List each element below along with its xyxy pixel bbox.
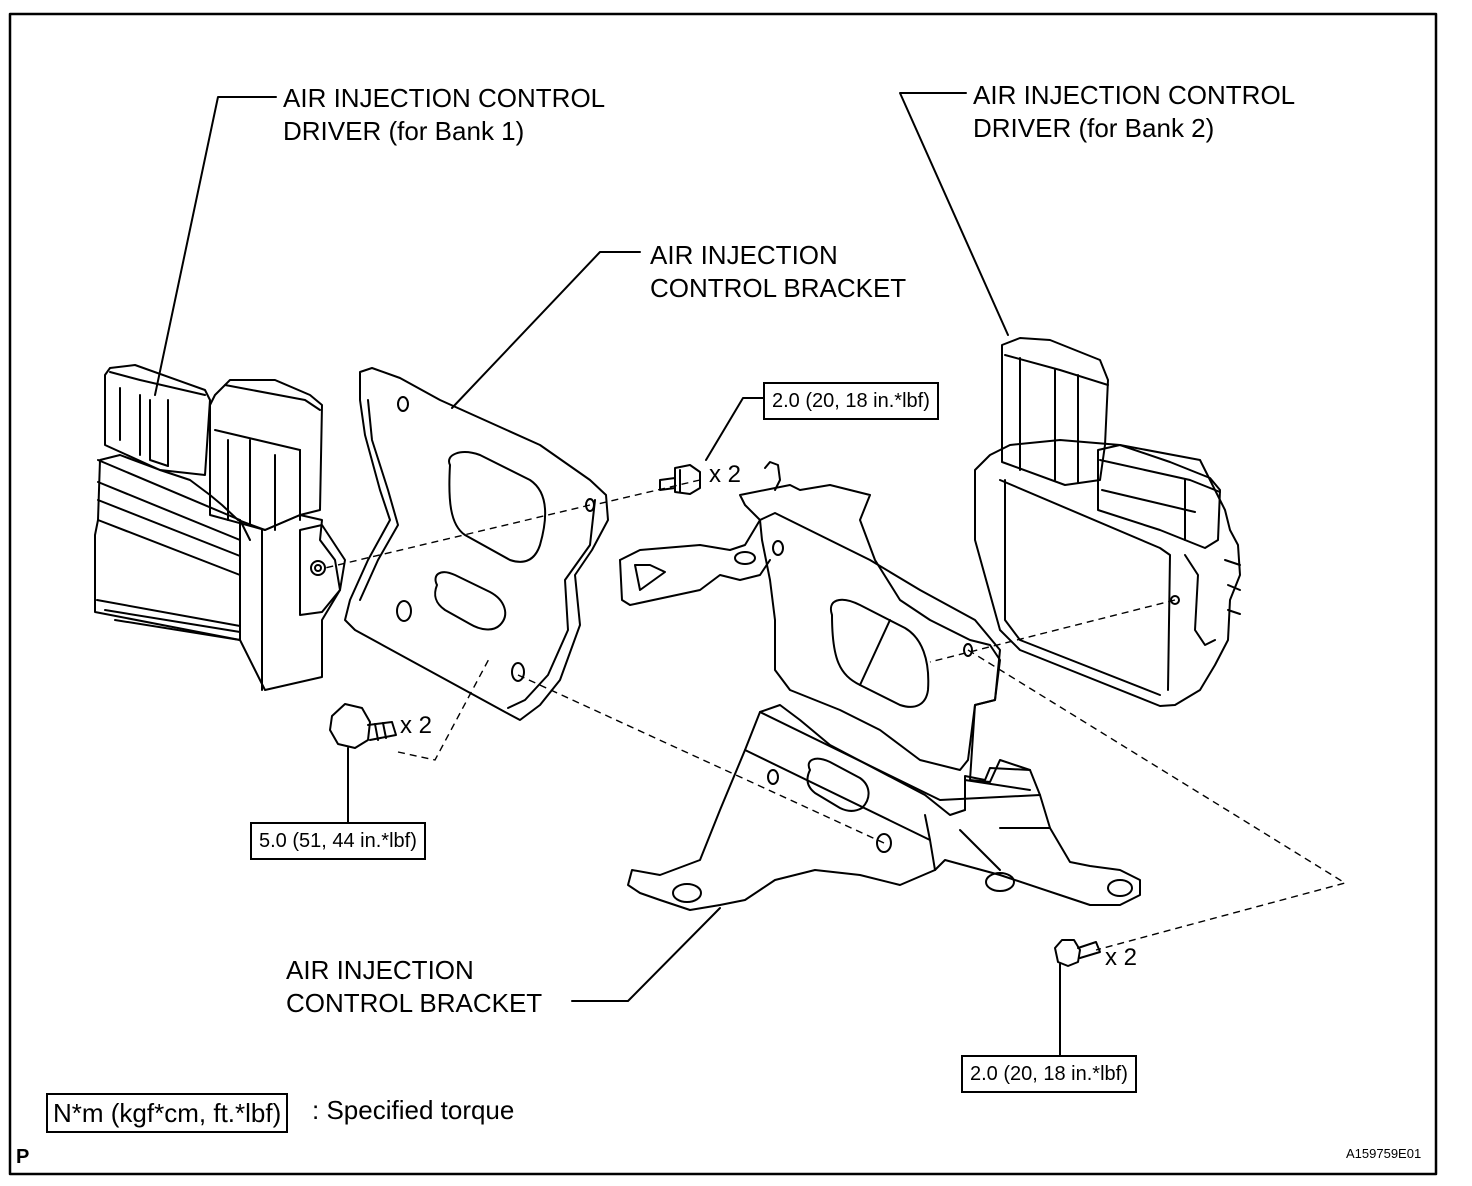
torque-box-upper: 2.0 (20, 18 in.*lbf): [763, 382, 939, 420]
leader-torque-upper: [705, 397, 764, 461]
corner-mark: P: [16, 1146, 30, 1168]
label-bracket-upper-line1: AIR INJECTION: [650, 240, 838, 270]
leader-driver-bank1: [154, 96, 277, 396]
dash-bracket-driver1: [324, 504, 591, 569]
quantity-upper-bolt: x 2: [709, 461, 742, 488]
label-driver-bank1-line1: AIR INJECTION CONTROL: [283, 83, 606, 113]
label-bracket-upper: AIR INJECTION CONTROL BRACKET: [650, 239, 906, 305]
legend-description: : Specified torque: [312, 1095, 515, 1125]
label-bracket-upper-line2: CONTROL BRACKET: [650, 273, 907, 303]
label-driver-bank1: AIR INJECTION CONTROL DRIVER (for Bank 1…: [283, 82, 605, 148]
torque-box-left: 5.0 (51, 44 in.*lbf): [250, 822, 426, 860]
label-driver-bank1-line2: DRIVER (for Bank 1): [283, 116, 525, 146]
label-driver-bank2-line2: DRIVER (for Bank 2): [973, 113, 1215, 143]
legend-unit-box: N*m (kgf*cm, ft.*lbf): [46, 1093, 289, 1133]
bracket-lower-drawing: [619, 461, 1141, 911]
quantity-right-bolt: x 2: [1105, 944, 1138, 971]
driver-bank2-drawing: [974, 337, 1241, 707]
bolt-left: [329, 703, 397, 749]
label-bracket-lower-line2: CONTROL BRACKET: [286, 988, 543, 1018]
leader-bracket-lower: [571, 907, 721, 1002]
label-driver-bank2: AIR INJECTION CONTROL DRIVER (for Bank 2…: [973, 79, 1295, 145]
dash-bracket-to-lower: [517, 674, 885, 844]
dash-left-bolt: [397, 656, 491, 761]
dash-upper-bolt: [597, 479, 701, 505]
driver-bank1-drawing: [94, 364, 346, 691]
quantity-left-bolt: x 2: [400, 712, 433, 739]
figure-code: A159759E01: [1346, 1146, 1422, 1161]
label-bracket-lower: AIR INJECTION CONTROL BRACKET: [286, 954, 542, 1020]
figure-border: [8, 12, 1438, 1176]
dash-right-diag: [967, 649, 1347, 951]
label-driver-bank2-line1: AIR INJECTION CONTROL: [973, 80, 1296, 110]
leader-bracket-upper: [451, 251, 641, 409]
leader-driver-bank2: [899, 92, 1009, 336]
bolt-upper: [659, 464, 701, 495]
bracket-upper-drawing: [344, 367, 609, 721]
label-bracket-lower-line1: AIR INJECTION: [286, 955, 474, 985]
bolt-right: [1054, 939, 1101, 967]
torque-box-right: 2.0 (20, 18 in.*lbf): [961, 1055, 1137, 1093]
